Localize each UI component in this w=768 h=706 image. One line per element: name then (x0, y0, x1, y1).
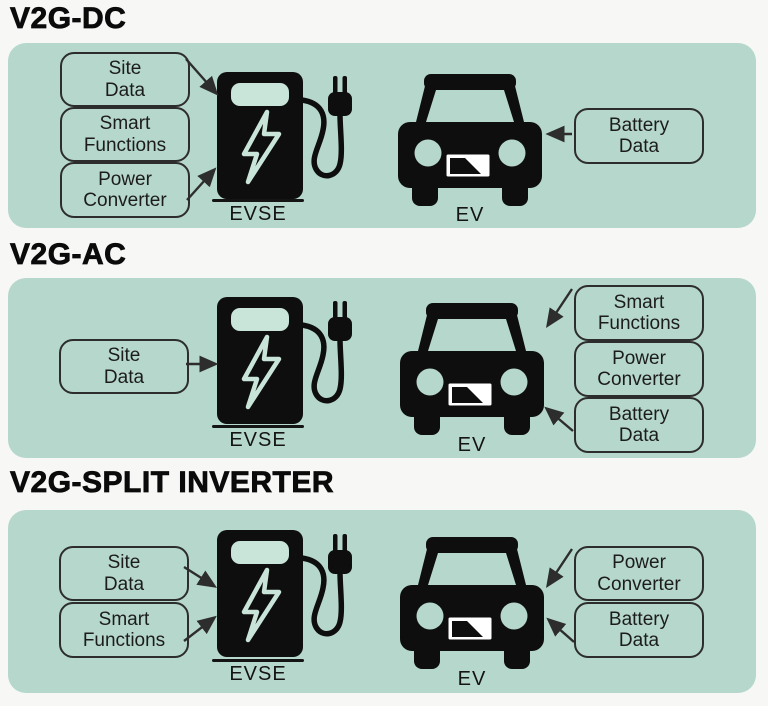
arrow-battery-data-to-ev (546, 617, 575, 643)
label-box-site-data: Site Data (59, 339, 189, 394)
label-box-battery-data: Battery Data (574, 108, 704, 164)
panel-title-v2g-ac: V2G-AC (10, 238, 127, 272)
label-box-battery-data: Battery Data (574, 602, 704, 658)
panel-title-v2g-split-inverter: V2G-SPLIT INVERTER (10, 466, 335, 500)
label-box-smart-functions: Smart Functions (574, 285, 704, 341)
label-box-smart-functions: Smart Functions (60, 107, 190, 162)
evse-baseline (212, 425, 304, 428)
arrow-site-data-to-evse (183, 565, 218, 588)
evse-caption: EVSE (229, 663, 287, 685)
label-box-site-data: Site Data (59, 546, 189, 601)
panel3-arrows (183, 548, 575, 643)
label-box-power-converter: Power Converter (60, 162, 190, 218)
ev-caption: EV (457, 668, 487, 690)
arrow-power-converter-to-evse (186, 167, 217, 201)
arrow-smart-functions-to-ev (546, 288, 573, 328)
arrow-battery-data-to-ev (544, 406, 574, 432)
label-box-site-data: Site Data (60, 52, 190, 107)
evse-baseline (212, 199, 304, 202)
panel-v2g-split-inverter: Site Data Smart Functions Power Converte… (8, 510, 756, 693)
arrow-smart-functions-to-evse (183, 615, 217, 642)
arrow-power-converter-to-ev (546, 548, 573, 588)
evse-baseline (212, 659, 304, 662)
panel1-arrows (185, 58, 572, 201)
ev-caption: EV (455, 204, 485, 226)
panel-v2g-dc: Site Data Smart Functions Power Converte… (8, 43, 756, 228)
panel-v2g-ac: Site Data Smart Functions Power Converte… (8, 278, 756, 458)
label-box-power-converter: Power Converter (574, 341, 704, 397)
panel-title-v2g-dc: V2G-DC (10, 2, 127, 36)
panel2-arrows (186, 288, 574, 432)
evse-caption: EVSE (229, 203, 287, 225)
label-box-battery-data: Battery Data (574, 397, 704, 453)
evse-caption: EVSE (229, 429, 287, 451)
ev-caption: EV (457, 434, 487, 456)
label-box-smart-functions: Smart Functions (59, 602, 189, 658)
label-box-power-converter: Power Converter (574, 546, 704, 601)
arrow-site-data-to-evse (185, 58, 219, 96)
